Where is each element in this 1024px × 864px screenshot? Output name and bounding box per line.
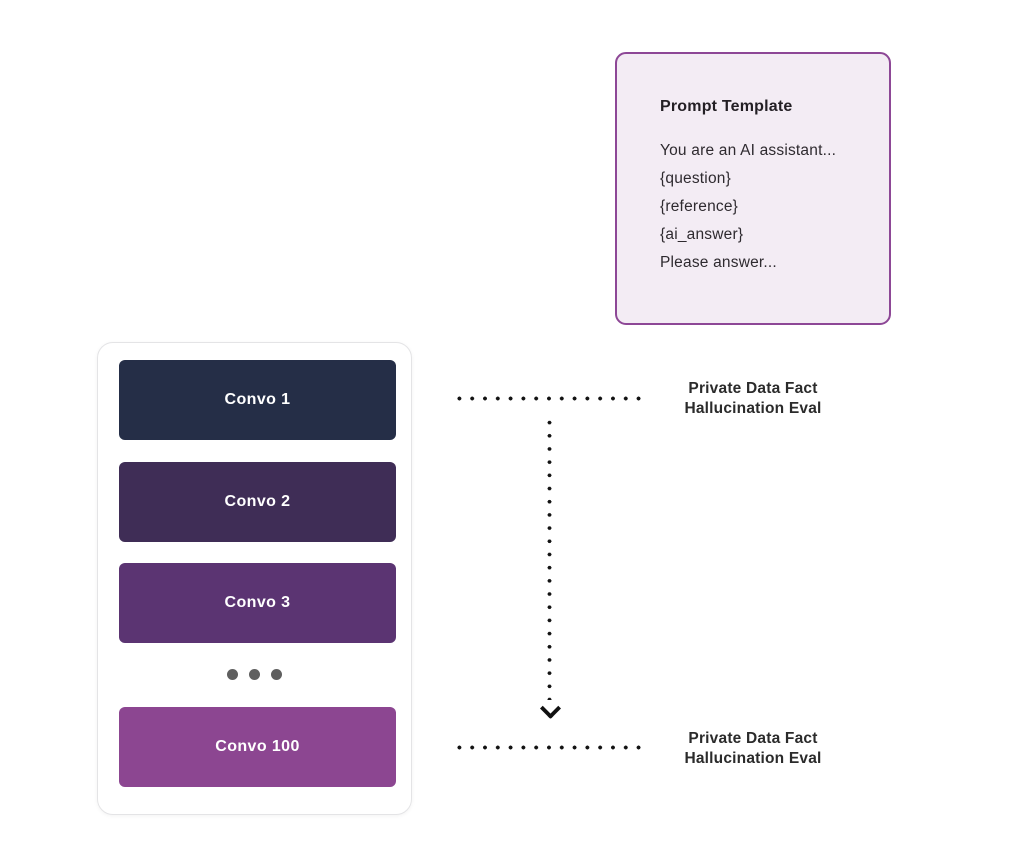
convo-3-box: Convo 3 xyxy=(119,563,396,643)
convo-100-box: Convo 100 xyxy=(119,707,396,787)
ellipsis-dot xyxy=(227,669,238,680)
dotted-connector-vertical xyxy=(547,416,552,700)
prompt-line-ai-answer: {ai_answer} xyxy=(660,226,744,243)
eval-label-top: Private Data Fact Hallucination Eval xyxy=(653,379,853,418)
convo-1-label: Convo 1 xyxy=(224,391,291,408)
convo-2-label: Convo 2 xyxy=(224,493,291,510)
eval-label-bottom: Private Data Fact Hallucination Eval xyxy=(653,729,853,768)
prompt-template-title: Prompt Template xyxy=(660,98,793,115)
convo-100-label: Convo 100 xyxy=(215,738,300,755)
eval-label-bottom-line2: Hallucination Eval xyxy=(684,749,822,767)
eval-label-bottom-line1: Private Data Fact xyxy=(688,730,818,747)
prompt-template-box: Prompt Template You are an AI assistant.… xyxy=(615,52,891,325)
convo-1-box: Convo 1 xyxy=(119,360,396,440)
dotted-connector-top xyxy=(453,396,646,401)
prompt-line-reference: {reference} xyxy=(660,198,739,215)
ellipsis-dot xyxy=(271,669,282,680)
eval-label-top-line1: Private Data Fact xyxy=(688,380,818,397)
convo-3-label: Convo 3 xyxy=(224,594,291,611)
prompt-template-body: You are an AI assistant... {question} {r… xyxy=(660,137,869,277)
prompt-line-outro: Please answer... xyxy=(660,254,777,271)
eval-label-top-line2: Hallucination Eval xyxy=(684,399,822,417)
conversation-stack-card: Convo 1 Convo 2 Convo 3 Convo 100 xyxy=(97,342,412,815)
arrow-down-icon xyxy=(539,697,562,720)
prompt-line-intro: You are an AI assistant... xyxy=(660,142,837,159)
dotted-connector-bottom xyxy=(453,745,646,750)
prompt-line-question: {question} xyxy=(660,170,731,187)
convo-2-box: Convo 2 xyxy=(119,462,396,542)
ellipsis-icon xyxy=(98,669,411,680)
ellipsis-dot xyxy=(249,669,260,680)
